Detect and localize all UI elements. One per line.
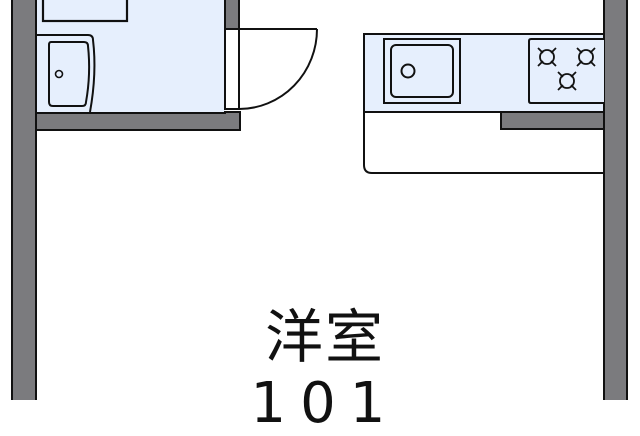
wall-right	[603, 0, 628, 400]
kitchen	[363, 33, 605, 174]
kitchen-sink-drain-icon	[400, 63, 416, 79]
washbasin-bowl	[48, 41, 91, 107]
burner-icon	[576, 47, 596, 67]
kitchen-lower-cabinet	[363, 112, 604, 174]
wall-kitchen-stub	[500, 111, 605, 130]
stove-burners	[537, 47, 596, 91]
walls	[11, 0, 628, 400]
wall-bathroom-bottom	[35, 111, 241, 131]
kitchen-sink-bowl	[390, 44, 454, 98]
gas-stove	[528, 38, 604, 104]
wall-bathroom-right	[224, 0, 240, 30]
room-name-label: 洋室	[264, 303, 385, 371]
door-swing-arc	[238, 28, 318, 110]
washbasin-drain-icon	[54, 69, 64, 79]
entry-door[interactable]	[224, 28, 318, 110]
wall-left	[11, 0, 37, 400]
bath-unit-box	[41, 0, 129, 23]
unit-number-label: 101	[250, 371, 400, 436]
bathroom-area	[36, 0, 225, 114]
floor-plan	[11, 0, 628, 400]
door-frame	[224, 28, 240, 110]
burner-icon	[557, 71, 577, 91]
burner-icon	[537, 47, 557, 67]
